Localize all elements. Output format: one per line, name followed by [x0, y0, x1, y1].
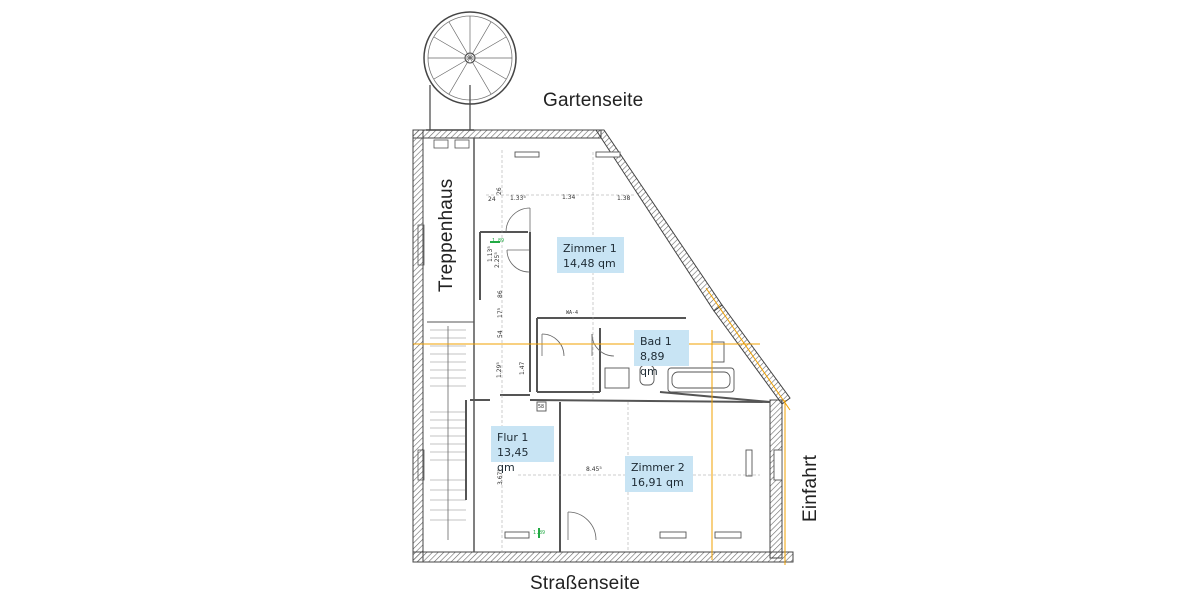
plan-tag: 1.89 [533, 530, 546, 536]
label-street-side: Straßenseite [530, 573, 641, 594]
label-driveway: Einfahrt [800, 454, 821, 522]
dimension-label: 26 [496, 187, 503, 195]
dimension-label: 1.47 [519, 361, 526, 375]
dimension-label: 3.67⁵ [497, 469, 504, 485]
windows [504, 151, 783, 539]
dimension-label: 1.38 [617, 195, 631, 202]
room-label-zimmer-1: Zimmer 1 14,48 qm [557, 237, 624, 273]
stairwell [417, 138, 475, 552]
dimension-label: 2.25⁵ [494, 252, 501, 268]
plan-tag: 58 [538, 404, 545, 410]
dimension-label: 1.33⁵ [510, 195, 526, 202]
room-name: Zimmer 2 [631, 461, 685, 474]
room-area: 14,48 qm [563, 257, 616, 270]
label-stairwell: Treppenhaus [436, 178, 457, 292]
orange-guides [413, 287, 791, 565]
dimension-label: 17⁵ [497, 307, 504, 318]
dimension-label: 1.13⁵ [487, 246, 494, 262]
dimension-label: 1.34 [562, 194, 576, 201]
room-label-bad-1: Bad 1 8,89 qm [634, 330, 689, 378]
room-name: Bad 1 [640, 335, 672, 348]
room-name: Zimmer 1 [563, 242, 617, 255]
misc-fixtures [433, 139, 470, 149]
dimension-label: 54 [497, 330, 504, 338]
plan-tag: WA-4 [566, 310, 579, 316]
spiral-staircase [423, 11, 517, 131]
room-area: 8,89 qm [640, 350, 665, 378]
interior-walls [465, 231, 771, 552]
room-area: 16,91 qm [631, 476, 684, 489]
dimension-label: 1.29⁵ [496, 362, 503, 378]
room-name: Flur 1 [497, 431, 529, 444]
dimension-label: 24 [488, 196, 496, 203]
dimension-label: 8.45⁵ [586, 466, 602, 473]
room-label-flur-1: Flur 1 13,45 qm [491, 426, 554, 474]
plan-tag: 1.89 [492, 238, 505, 244]
door-swings [505, 207, 615, 541]
label-garden-side: Gartenseite [543, 90, 644, 111]
green-markers [490, 241, 540, 538]
room-label-zimmer-2: Zimmer 2 16,91 qm [625, 456, 693, 492]
bathroom-fixtures [536, 364, 735, 412]
dimension-label: 86 [497, 290, 504, 298]
room-area: 13,45 qm [497, 446, 529, 474]
